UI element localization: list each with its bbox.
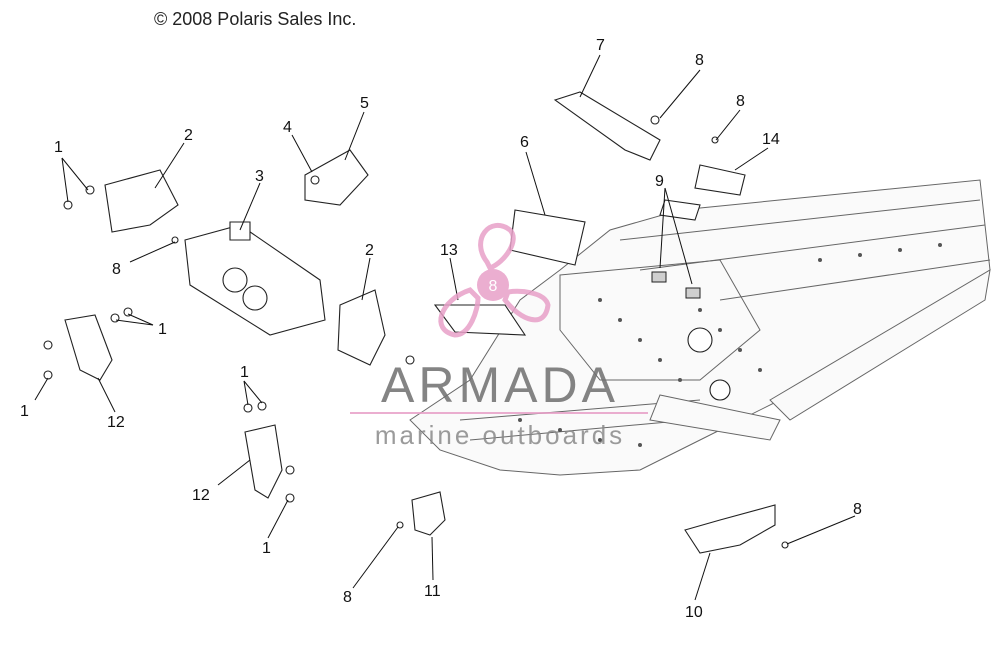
- fasteners: [43, 115, 789, 549]
- callout-2: 2: [184, 127, 193, 144]
- leader-lines: [34, 54, 856, 601]
- part-12-mount-a: [64, 314, 113, 381]
- callout-4: 4: [283, 119, 292, 136]
- callout-12: 12: [192, 487, 210, 504]
- callout-2: 2: [365, 242, 374, 259]
- watermark-badge-number: 8: [489, 278, 498, 295]
- propeller-blade-right: [502, 288, 551, 323]
- callout-1: 1: [158, 321, 167, 338]
- part-13-plate: [433, 304, 527, 336]
- callout-7: 7: [596, 37, 605, 54]
- callout-1: 1: [20, 403, 29, 420]
- callout-8: 8: [343, 589, 352, 606]
- part-5-guard: [304, 149, 369, 206]
- propeller-blade-left: [438, 287, 481, 338]
- callout-10: 10: [685, 604, 703, 621]
- part-9-tab-a: [651, 271, 667, 283]
- part-12-mount-b: [244, 424, 283, 499]
- callout-14: 14: [762, 131, 780, 148]
- callout-8: 8: [853, 501, 862, 518]
- part-3-neck: [229, 221, 251, 241]
- callout-1: 1: [54, 139, 63, 156]
- copyright-notice: © 2008 Polaris Sales Inc.: [154, 9, 357, 29]
- callout-9: 9: [655, 173, 664, 190]
- part-3-port-b: [242, 285, 268, 311]
- part-9-tab-b: [685, 287, 701, 299]
- callout-13: 13: [440, 242, 458, 259]
- watermark-tagline: marine outboards: [375, 420, 625, 450]
- part-6-plate: [509, 209, 586, 266]
- part-3-port-a: [222, 267, 248, 293]
- callout-8: 8: [112, 261, 121, 278]
- propeller-blade-top: [478, 222, 516, 272]
- part-11-plate: [411, 491, 446, 536]
- part-2-bracket-a: [104, 169, 179, 233]
- callout-8: 8: [695, 52, 704, 69]
- callout-12: 12: [107, 414, 125, 431]
- part-3-crossmember: [184, 224, 326, 336]
- watermark-brand: ARMADA: [381, 357, 619, 413]
- part-2-bracket-b: [337, 289, 386, 366]
- callout-1: 1: [262, 540, 271, 557]
- watermark-logo: 8 ARMADA marine outboards: [350, 222, 648, 450]
- callout-1: 1: [240, 364, 249, 381]
- callout-11: 11: [424, 583, 441, 600]
- callout-6: 6: [520, 134, 529, 151]
- callout-8: 8: [736, 93, 745, 110]
- callout-labels: 1 2 3 4 5 6 7 8 8 14 9 13 2 8 1 1 12 1 1…: [20, 37, 862, 621]
- chassis-frame: [409, 179, 991, 476]
- watermark-hub: [477, 269, 509, 301]
- part-10-skid: [684, 504, 776, 554]
- callout-5: 5: [360, 95, 369, 112]
- callout-3: 3: [255, 168, 264, 185]
- part-7-cover: [553, 91, 661, 161]
- part-14-bracket: [694, 164, 746, 196]
